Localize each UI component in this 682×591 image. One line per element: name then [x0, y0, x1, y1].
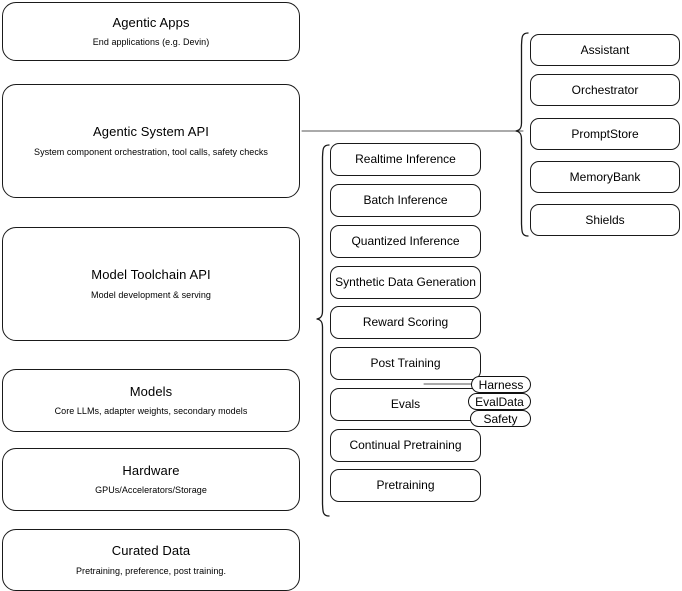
layer-card-agentic-system-api[interactable]: Agentic System API System component orch…: [2, 84, 300, 198]
capability-continual-pretraining[interactable]: Continual Pretraining: [330, 429, 481, 462]
capability-reward-scoring[interactable]: Reward Scoring: [330, 306, 481, 339]
layer-card-curated-data[interactable]: Curated Data Pretraining, preference, po…: [2, 529, 300, 591]
layer-title: Curated Data: [111, 543, 191, 559]
component-memorybank[interactable]: MemoryBank: [530, 161, 680, 193]
capability-realtime-inference[interactable]: Realtime Inference: [330, 143, 481, 176]
capability-label: Evals: [390, 397, 421, 411]
evals-tag-label: Safety: [483, 411, 518, 426]
layer-title: Agentic System API: [93, 124, 209, 140]
component-label: Orchestrator: [571, 82, 639, 97]
layer-title: Models: [129, 383, 173, 399]
component-promptstore[interactable]: PromptStore: [530, 118, 680, 150]
component-label: Assistant: [580, 42, 630, 57]
layer-subtitle: Pretraining, preference, post training.: [75, 565, 227, 576]
component-label: MemoryBank: [569, 169, 641, 184]
layer-subtitle: System component orchestration, tool cal…: [34, 146, 268, 157]
layer-card-hardware[interactable]: Hardware GPUs/Accelerators/Storage: [2, 448, 300, 511]
evals-tag-label: Harness: [478, 377, 524, 392]
capability-label: Continual Pretraining: [349, 438, 462, 452]
component-shields[interactable]: Shields: [530, 204, 680, 236]
capability-label: Realtime Inference: [355, 152, 456, 166]
layer-title: Hardware: [122, 462, 180, 478]
evals-tag-evaldata[interactable]: EvalData: [468, 393, 531, 410]
layer-title: Model Toolchain API: [91, 267, 211, 283]
layer-subtitle: End applications (e.g. Devin): [92, 37, 210, 47]
capability-synthetic-data-generation[interactable]: Synthetic Data Generation: [330, 266, 481, 299]
capability-label: Post Training: [370, 356, 441, 370]
evals-tag-label: EvalData: [475, 394, 524, 409]
component-assistant[interactable]: Assistant: [530, 34, 680, 66]
layer-subtitle: GPUs/Accelerators/Storage: [95, 485, 207, 495]
evals-tag-harness[interactable]: Harness: [471, 376, 531, 393]
component-label: Shields: [585, 212, 625, 227]
capability-pretraining[interactable]: Pretraining: [330, 469, 481, 502]
capability-label: Batch Inference: [363, 193, 448, 207]
capability-label: Pretraining: [376, 478, 435, 492]
component-orchestrator[interactable]: Orchestrator: [530, 74, 680, 106]
capability-quantized-inference[interactable]: Quantized Inference: [330, 225, 481, 258]
capability-post-training[interactable]: Post Training: [330, 347, 481, 380]
layer-title: Agentic Apps: [112, 14, 190, 30]
layer-card-agentic-apps[interactable]: Agentic Apps End applications (e.g. Devi…: [2, 2, 300, 61]
evals-tag-safety[interactable]: Safety: [470, 410, 531, 427]
capability-label: Synthetic Data Generation: [335, 275, 476, 289]
capability-label: Quantized Inference: [351, 234, 460, 248]
capability-batch-inference[interactable]: Batch Inference: [330, 184, 481, 217]
layer-subtitle: Model development & serving: [91, 289, 211, 300]
component-label: PromptStore: [571, 126, 639, 141]
layer-card-models[interactable]: Models Core LLMs, adapter weights, secon…: [2, 369, 300, 432]
capability-label: Reward Scoring: [362, 315, 449, 329]
capability-evals[interactable]: Evals: [330, 388, 481, 421]
layer-card-model-toolchain-api[interactable]: Model Toolchain API Model development & …: [2, 227, 300, 341]
layer-subtitle: Core LLMs, adapter weights, secondary mo…: [54, 406, 248, 416]
